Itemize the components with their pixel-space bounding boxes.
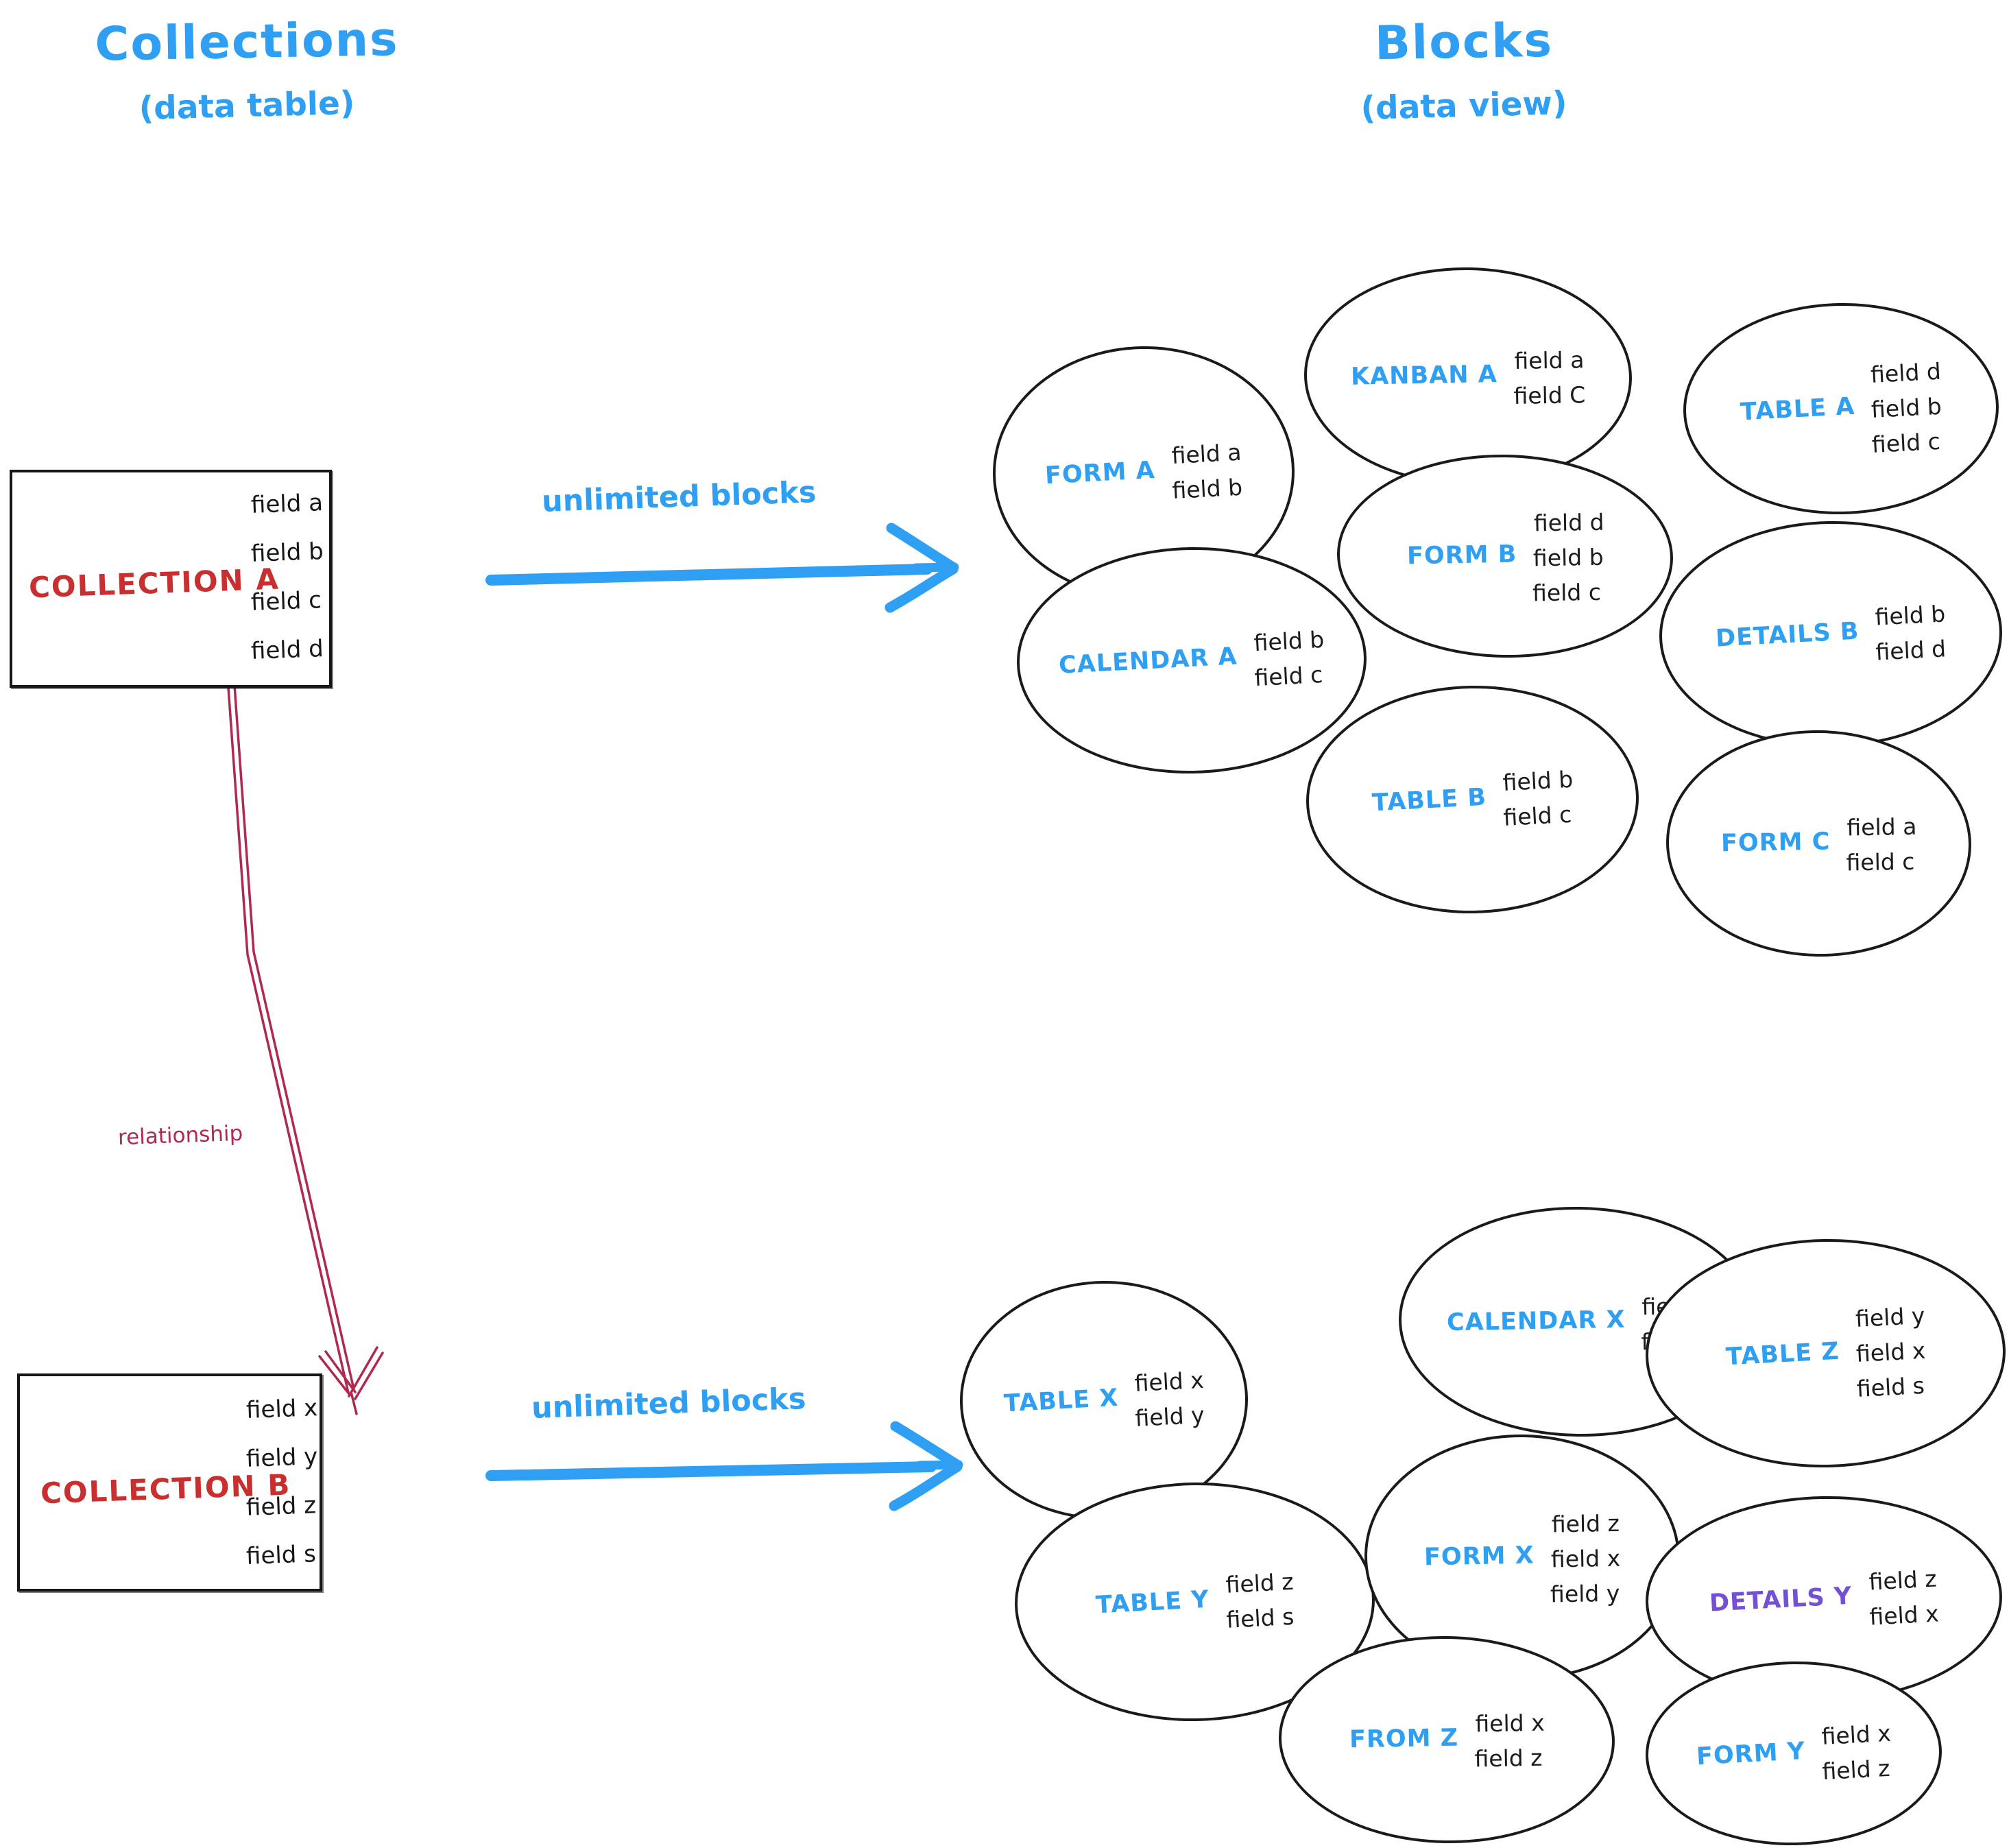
field-item: field a: [1513, 346, 1585, 374]
block-table-a: TABLE A field d field b field c: [1681, 300, 2001, 517]
field-item: field b: [1875, 600, 1947, 631]
block-label: FROM Z: [1349, 1724, 1459, 1754]
block-fields: field x field y: [1133, 1366, 1205, 1432]
block-fields: field a field C: [1513, 346, 1586, 409]
field-item: field C: [1513, 381, 1586, 409]
field-item: field b: [1171, 473, 1244, 505]
block-fields: field a field c: [1846, 813, 1916, 876]
block-table-b: TABLE B field b field c: [1304, 682, 1641, 917]
field-item: field b: [250, 538, 324, 568]
block-label: FORM B: [1406, 540, 1517, 571]
block-fields: field b field c: [1502, 765, 1574, 831]
block-label: FORM Y: [1695, 1737, 1806, 1771]
field-item: field x: [1855, 1336, 1926, 1367]
unlimited-blocks-arrow-top: [485, 523, 959, 613]
field-item: field x: [1820, 1719, 1892, 1751]
block-fields: field z field s: [1225, 1568, 1295, 1633]
block-form-y: FORM Y field x field z: [1644, 1659, 1944, 1848]
collections-title: Collections: [94, 12, 400, 72]
blocks-title-group: Blocks (data view): [1292, 13, 1635, 128]
field-item: field y: [1134, 1401, 1205, 1432]
block-label: FORM C: [1720, 828, 1831, 858]
field-item: field c: [1871, 427, 1942, 458]
field-item: field c: [1846, 848, 1915, 876]
field-item: field c: [1253, 661, 1324, 692]
collections-subtitle: (data table): [138, 84, 356, 128]
collection-a-box: COLLECTION A field a field b field c fie…: [10, 470, 332, 688]
field-item: field z: [1225, 1568, 1295, 1598]
block-details-b: DETAILS B field b field d: [1657, 518, 2004, 751]
block-label: TABLE A: [1740, 392, 1856, 427]
field-item: field b: [1253, 625, 1325, 657]
block-fields: field b field c: [1253, 625, 1325, 692]
field-item: field a: [250, 489, 324, 519]
block-fields: field y field x field s: [1854, 1301, 1926, 1402]
collection-a-label: COLLECTION A: [28, 562, 280, 605]
field-item: field x: [245, 1394, 318, 1424]
field-item: field c: [250, 586, 322, 616]
unlimited-blocks-label-top: unlimited blocks: [541, 475, 817, 519]
block-fields: field a field b: [1170, 438, 1244, 505]
block-fields: field b field d: [1875, 600, 1947, 666]
block-label: DETAILS B: [1714, 617, 1860, 653]
field-item: field d: [1870, 357, 1942, 388]
collection-b-fields: field x field y field z field s: [245, 1394, 318, 1570]
field-item: field x: [1868, 1600, 1940, 1631]
field-item: field b: [1532, 543, 1604, 572]
block-label: CALENDAR X: [1446, 1306, 1626, 1336]
field-item: field z: [1474, 1744, 1543, 1773]
field-item: field x: [1474, 1709, 1545, 1738]
blocks-subtitle: (data view): [1360, 84, 1568, 128]
block-fields: field d field b field c: [1870, 357, 1942, 458]
block-label: KANBAN A: [1350, 361, 1497, 391]
field-item: field z: [245, 1491, 317, 1522]
field-item: field b: [1502, 765, 1574, 796]
field-item: field d: [1875, 635, 1947, 666]
block-fields: field z field x: [1868, 1565, 1940, 1631]
collections-title-group: Collections (data table): [75, 12, 418, 128]
field-item: field z: [1551, 1509, 1620, 1537]
field-item: field c: [1532, 578, 1602, 606]
block-fields: field x field z: [1474, 1709, 1545, 1773]
relationship-arrow: [226, 665, 384, 1415]
field-item: field x: [1550, 1544, 1621, 1572]
field-item: field b: [1870, 392, 1942, 423]
collection-a-fields: field a field b field c field d: [250, 489, 324, 665]
block-label: TABLE Y: [1095, 1585, 1210, 1620]
field-item: field x: [1133, 1366, 1205, 1397]
block-fields: field z field x field y: [1550, 1509, 1621, 1607]
block-label: FORM A: [1044, 456, 1156, 490]
field-item: field y: [245, 1443, 318, 1473]
field-item: field d: [1533, 508, 1604, 537]
block-label: TABLE X: [1002, 1384, 1119, 1418]
field-item: field y: [1550, 1579, 1620, 1607]
relationship-label: relationship: [117, 1120, 243, 1151]
field-item: field s: [245, 1540, 317, 1570]
block-fields: field x field z: [1820, 1719, 1892, 1786]
block-label: TABLE B: [1371, 783, 1487, 817]
unlimited-blocks-arrow-bottom: [485, 1421, 963, 1511]
field-item: field c: [1502, 800, 1572, 831]
collection-b-box: COLLECTION B field x field y field z fie…: [17, 1373, 322, 1592]
block-form-c: FORM C field a field c: [1664, 728, 1973, 959]
unlimited-blocks-label-bottom: unlimited blocks: [531, 1382, 807, 1426]
block-label: CALENDAR A: [1058, 643, 1238, 680]
block-form-b: FORM B field d field b field c: [1335, 451, 1675, 661]
block-label: FORM X: [1423, 1541, 1535, 1572]
field-item: field s: [1855, 1371, 1925, 1402]
field-item: field d: [250, 635, 324, 665]
field-item: field a: [1170, 438, 1242, 470]
field-item: field y: [1854, 1301, 1926, 1332]
field-item: field s: [1225, 1603, 1295, 1633]
block-label: TABLE Z: [1725, 1337, 1840, 1371]
field-item: field z: [1821, 1754, 1891, 1786]
block-label: DETAILS Y: [1709, 1582, 1853, 1618]
field-item: field a: [1846, 813, 1917, 841]
block-fields: field d field b field c: [1532, 508, 1604, 606]
blocks-title: Blocks: [1374, 13, 1554, 71]
block-kanban-a: KANBAN A field a field C: [1302, 264, 1634, 489]
field-item: field z: [1868, 1565, 1938, 1596]
